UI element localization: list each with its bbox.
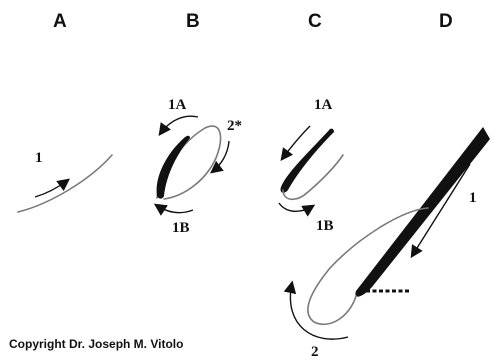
panel-c-label-1a: 1A bbox=[314, 97, 333, 113]
panel-b-label-2-star: 2* bbox=[227, 118, 242, 134]
panel-d-downstroke-shade bbox=[355, 127, 490, 297]
panel-letter-d: D bbox=[439, 11, 453, 32]
panel-c-label-1b: 1B bbox=[316, 218, 334, 234]
panel-a-label-1: 1 bbox=[35, 150, 43, 166]
panel-b-arrow-1b bbox=[156, 205, 193, 213]
panel-d-label-1: 1 bbox=[469, 190, 477, 206]
copyright-notice: Copyright Dr. Joseph M. Vitolo bbox=[9, 337, 183, 351]
panel-d-arrow-2 bbox=[290, 283, 348, 339]
panel-b: 1A 2* 1B bbox=[156, 97, 242, 236]
panel-b-arrow-1a bbox=[160, 116, 198, 134]
panel-a-upstroke bbox=[18, 155, 112, 212]
panel-d: 1 2 bbox=[290, 127, 490, 360]
panel-c: 1A 1B bbox=[279, 97, 343, 234]
panel-b-label-1a: 1A bbox=[168, 97, 187, 113]
panel-letter-c: C bbox=[308, 11, 322, 32]
panel-a: 1 bbox=[18, 150, 112, 212]
panel-d-label-2: 2 bbox=[311, 344, 319, 360]
panel-a-direction-arrow bbox=[35, 180, 68, 197]
panel-c-arrow-1a bbox=[282, 126, 310, 159]
panel-c-downstroke-shade bbox=[281, 129, 334, 193]
panel-letter-a: A bbox=[53, 11, 67, 32]
panel-b-label-1b: 1B bbox=[172, 220, 190, 236]
panel-letter-b: B bbox=[186, 11, 200, 32]
panel-c-arrow-1b bbox=[279, 203, 313, 211]
